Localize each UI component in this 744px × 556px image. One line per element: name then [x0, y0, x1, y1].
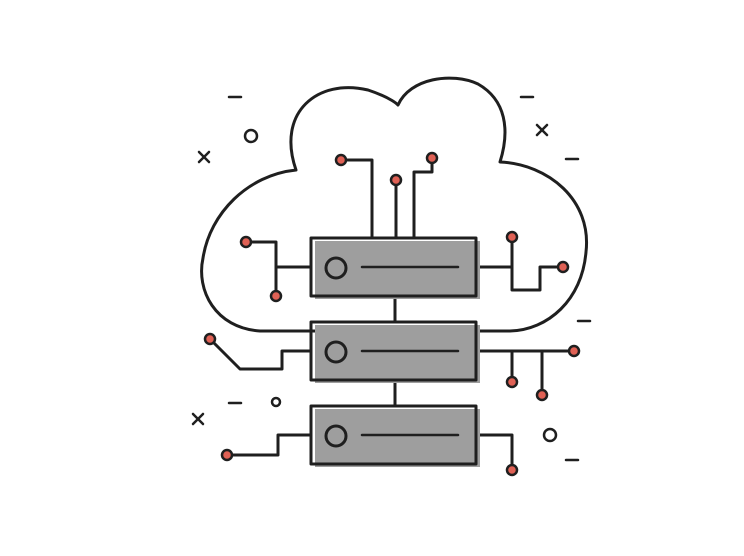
network-nodes — [203, 151, 581, 477]
network-node-icon — [505, 463, 519, 477]
network-node-icon — [505, 230, 519, 244]
network-node-icon — [535, 388, 549, 402]
network-node-icon — [239, 235, 253, 249]
network-node-icon — [269, 289, 283, 303]
server-icon — [309, 404, 480, 467]
cross-icon — [535, 123, 549, 137]
network-node-icon — [556, 260, 570, 274]
network-node-icon — [567, 344, 581, 358]
cross-icon — [197, 150, 211, 164]
server-icon — [309, 320, 480, 383]
network-node-icon — [220, 448, 234, 462]
cross-icon — [191, 412, 205, 426]
network-node-icon — [389, 173, 403, 187]
connection-lines — [208, 156, 576, 472]
circle-icon — [243, 128, 259, 144]
cloud-icon — [200, 76, 589, 333]
decorations — [191, 95, 592, 462]
network-node-icon — [505, 375, 519, 389]
server-icon — [309, 236, 480, 299]
circle-icon — [270, 396, 282, 408]
network-node-icon — [425, 151, 439, 165]
circle-icon — [542, 427, 558, 443]
network-node-icon — [203, 332, 217, 346]
network-node-icon — [334, 153, 348, 167]
